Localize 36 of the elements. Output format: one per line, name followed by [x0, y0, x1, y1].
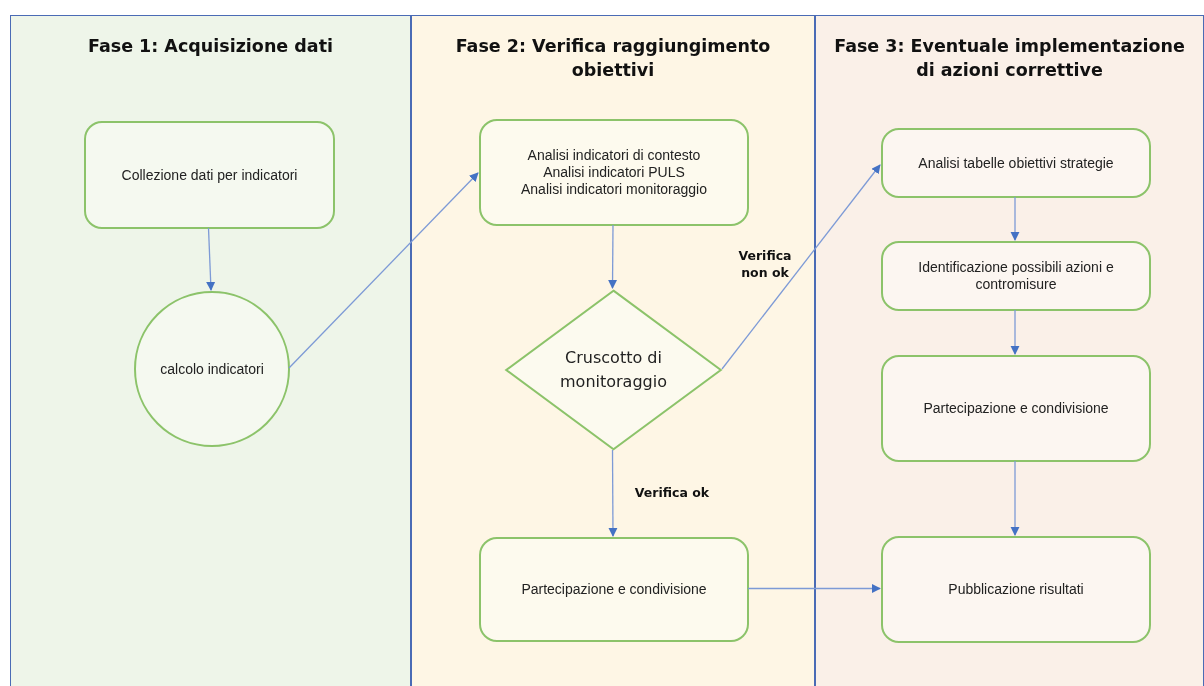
node-label: Partecipazione e condivisione: [521, 581, 707, 598]
node-label: Partecipazione e condivisione: [923, 400, 1109, 417]
arrow: [721, 164, 881, 370]
process-box: [479, 537, 749, 642]
process-box: [881, 241, 1151, 311]
node-label: Pubblicazione risultati: [948, 581, 1084, 598]
node-label: Analisi indicatori monitoraggio: [521, 181, 707, 198]
node-label: Identificazione possibili azioni e contromisure: [917, 259, 1115, 293]
arrow: [608, 224, 618, 289]
process-box: [479, 119, 749, 226]
swimlane: [411, 15, 815, 686]
arrow: [1010, 309, 1020, 355]
edge-label: Verifica ok: [633, 484, 711, 501]
process-box: [84, 121, 335, 229]
lane-title: Fase 3: Eventuale implementazione di azioni correttive: [833, 35, 1186, 82]
process-box: [881, 128, 1151, 198]
process-box: [881, 355, 1151, 462]
lane-title: Fase 1: Acquisizione dati: [87, 35, 334, 58]
process-box: [881, 536, 1151, 643]
edge-label: Verifica non ok: [737, 247, 793, 281]
swimlane: [815, 15, 1204, 686]
lane-title: Fase 2: Verifica raggiungimento obiettivi: [454, 35, 772, 82]
arrow: [747, 583, 881, 594]
arrow: [206, 227, 216, 291]
node-label: Analisi tabelle obiettivi strategie: [918, 154, 1114, 172]
swimlane: [10, 15, 411, 686]
node-label: Cruscotto di monitoraggio: [559, 347, 668, 393]
node-label: Analisi indicatori PULS: [543, 164, 685, 181]
decision-diamond: [504, 289, 723, 451]
arrow: [1010, 196, 1020, 241]
node-label: calcolo indicatori: [160, 360, 264, 378]
node-label: Analisi indicatori di contesto: [527, 147, 701, 164]
arrow: [1010, 460, 1020, 536]
arrow: [288, 172, 479, 369]
arrow: [608, 449, 618, 537]
node-label: Collezione dati per indicatori: [121, 166, 298, 184]
